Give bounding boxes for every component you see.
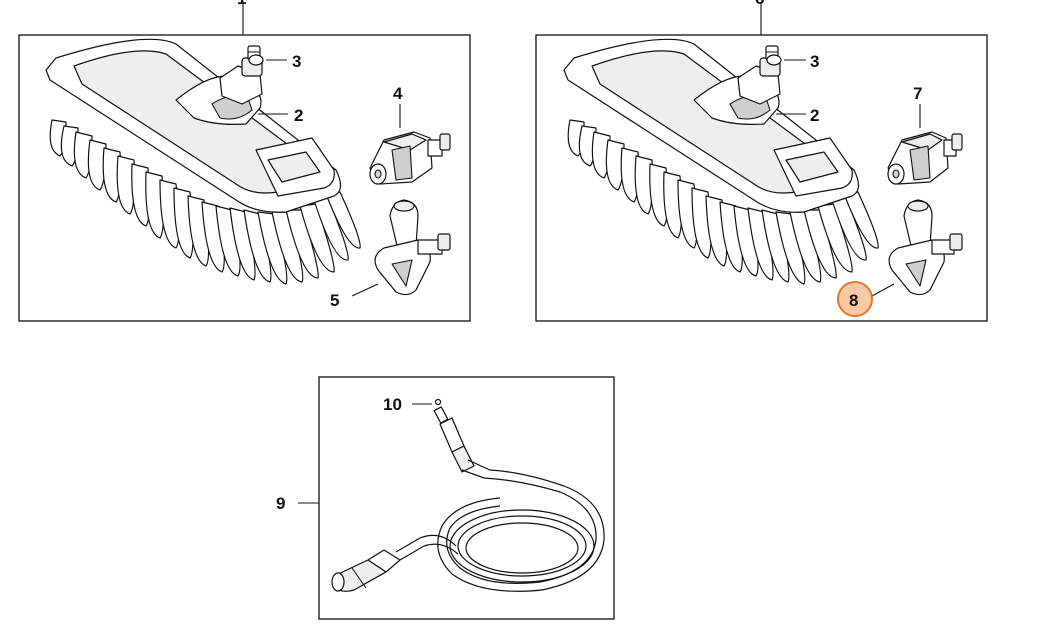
callout-9: 9: [276, 494, 285, 513]
o-ring-part: [766, 54, 782, 66]
small-o-ring-part: [434, 398, 442, 406]
panel-top-left: 1 3 2 4: [18, 0, 471, 322]
hose-part-9: [331, 406, 605, 592]
callout-8: 8: [849, 291, 858, 310]
callout-7: 7: [913, 84, 922, 103]
angled-nozzle-part-5: 5: [330, 199, 451, 310]
callout-3b: 3: [810, 52, 819, 71]
callout-2: 2: [294, 106, 303, 125]
callout-5: 5: [330, 291, 339, 310]
callout-4: 4: [393, 84, 403, 103]
angled-nozzle-part-8: [871, 199, 963, 297]
panel-bottom: 9 10: [276, 376, 615, 620]
callout-10: 10: [383, 395, 402, 414]
callout-8-highlight[interactable]: 8: [837, 281, 873, 317]
o-ring-part: [248, 54, 264, 66]
nozzle-part-7: 7: [887, 84, 963, 185]
callout-1: 1: [237, 0, 246, 8]
callout-3: 3: [292, 52, 301, 71]
nozzle-part-4: 4: [369, 84, 451, 185]
highlight-circle[interactable]: [837, 281, 873, 317]
callout-2b: 2: [810, 106, 819, 125]
panel-top-right: 6 3 2 7: [535, 0, 988, 322]
callout-6: 6: [755, 0, 764, 8]
